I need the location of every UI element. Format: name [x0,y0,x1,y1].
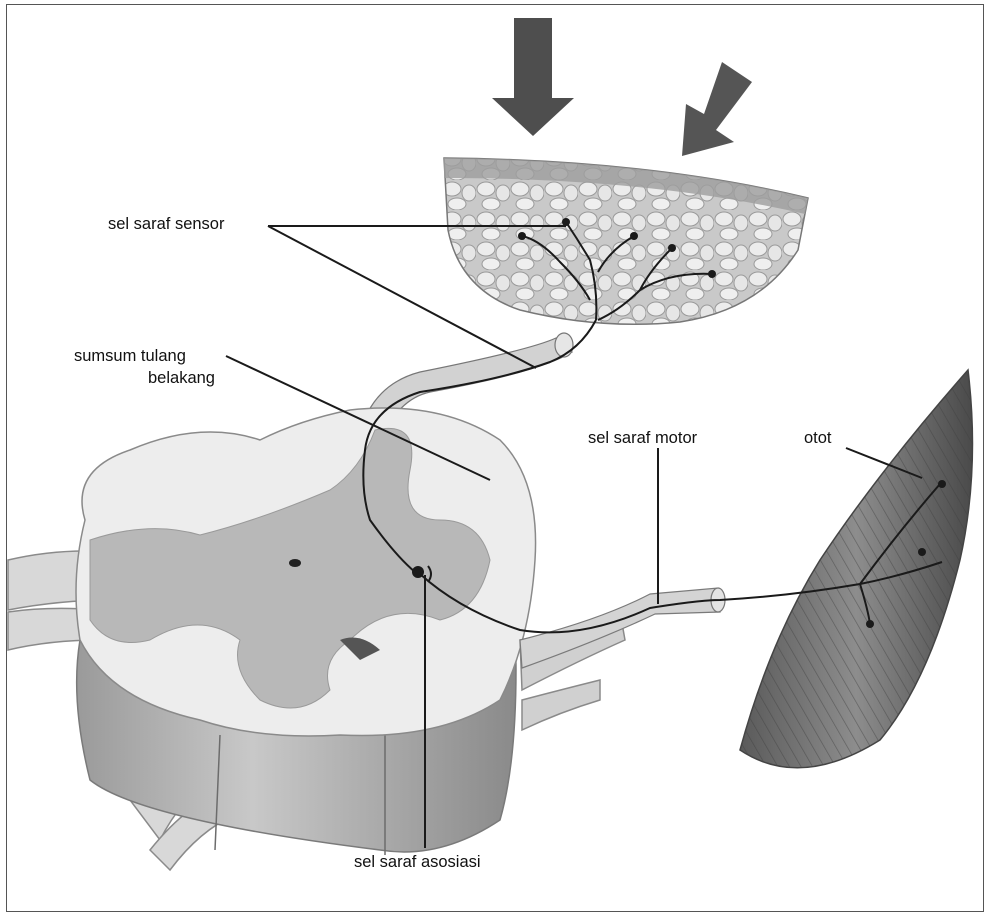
central-canal [289,559,301,567]
sensory-receptor-3 [630,232,638,240]
stimulus-arrows [492,18,752,156]
motor-nerve-tube [520,588,720,668]
label-motor-neuron: sel saraf motor [588,428,697,448]
arrow-right [682,62,752,156]
sensory-receptor-5 [708,270,716,278]
label-spinal-cord-line2: belakang [148,368,215,388]
sensory-receptor-4 [668,244,676,252]
sensory-tube-end [555,333,573,357]
arrow-left [492,18,574,136]
motor-ending-3 [866,620,874,628]
label-muscle: otot [804,428,832,448]
label-sensor-neuron: sel saraf sensor [108,214,224,234]
muscle-body [740,370,973,768]
motor-ending-2 [918,548,926,556]
sensory-receptor-2 [518,232,526,240]
label-spinal-cord-line1: sumsum tulang [74,346,186,366]
motor-ending-1 [938,480,946,488]
sensory-receptor-1 [562,218,570,226]
label-association-neuron: sel saraf asosiasi [354,852,481,872]
